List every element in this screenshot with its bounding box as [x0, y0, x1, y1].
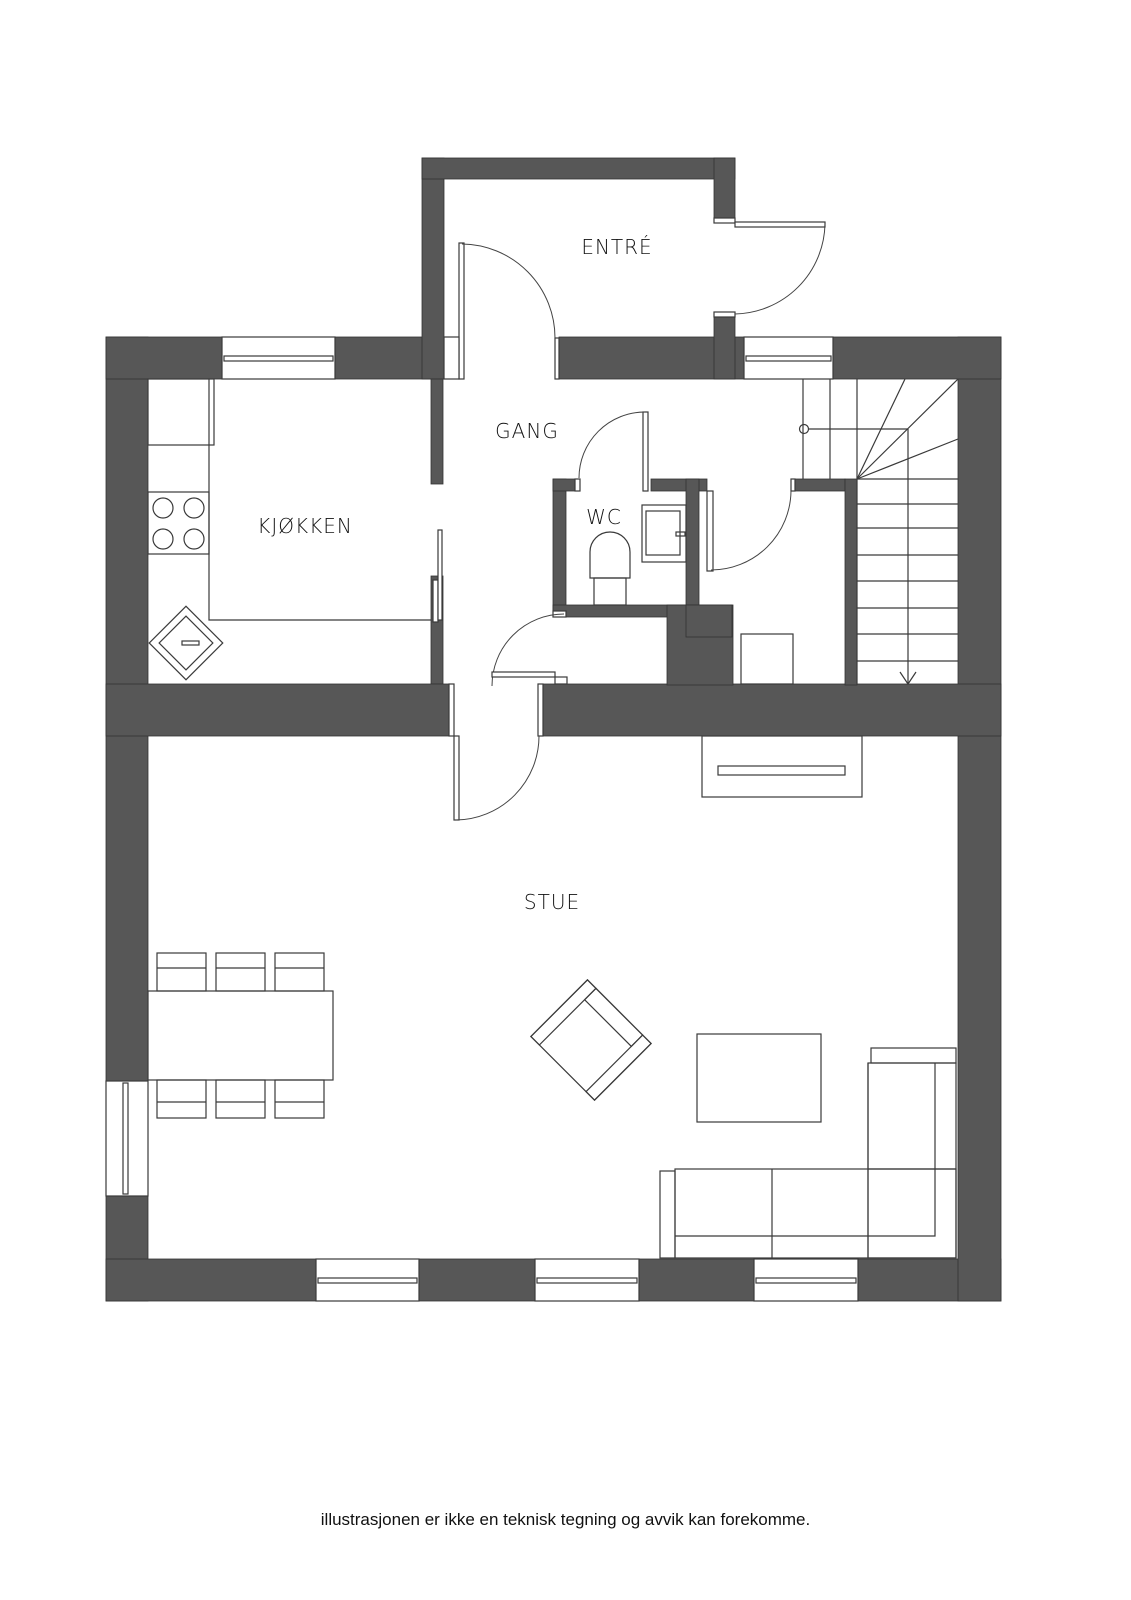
stove-icon [147, 491, 210, 555]
washbasin-icon [641, 504, 687, 563]
room-label-entre: ENTRÉ [581, 235, 652, 259]
stairs-icon [798, 378, 959, 686]
walls [105, 157, 1002, 1302]
room-label-gang: GANG [495, 419, 559, 443]
toilet-icon [589, 531, 631, 606]
kitchen-counter [147, 378, 431, 621]
doors [432, 217, 826, 821]
dining-chairs [156, 952, 325, 1119]
room-label-wc: WC [586, 505, 622, 529]
disclaimer-text: illustrasjonen er ikke en teknisk tegnin… [320, 1510, 811, 1529]
coffee-table [696, 1033, 822, 1123]
storage-cabinet [740, 633, 794, 685]
fireplace-icon [701, 735, 863, 798]
windows [105, 336, 859, 1302]
dining-table [147, 990, 334, 1081]
room-label-stue: STUE [524, 890, 580, 914]
corner-sofa [659, 1047, 957, 1259]
room-labels: ENTRÉ GANG KJØKKEN WC STUE [257, 235, 652, 914]
room-label-kjokken: KJØKKEN [257, 514, 353, 538]
sink-icon [148, 605, 224, 681]
armchair-icon [530, 979, 652, 1101]
